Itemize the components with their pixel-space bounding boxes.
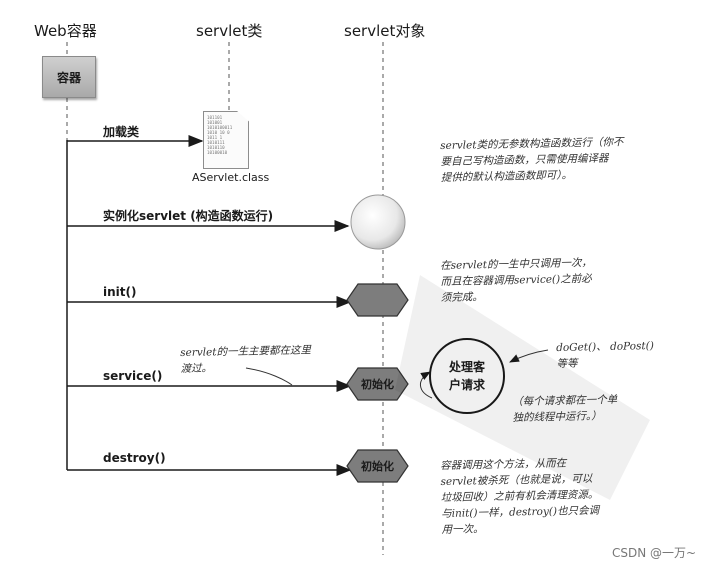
bits-line: 101101 bbox=[207, 115, 223, 120]
column-title-web-container: Web容器 bbox=[34, 22, 97, 40]
bits-line: 1011 1 bbox=[207, 135, 223, 140]
note-line: 而且在容器调用service()之前必 bbox=[440, 272, 592, 288]
step-destroy: destroy() bbox=[103, 451, 166, 465]
note-line: 独的线程中运行。） bbox=[512, 410, 602, 424]
request-loop-arrow bbox=[420, 371, 433, 399]
note-line: servlet的一生主要都在这里 bbox=[180, 344, 312, 359]
destroy-hexagon-label: 初始化 bbox=[361, 460, 394, 473]
note-doget: doGet()、 doPost() 等等 bbox=[556, 338, 654, 372]
note-line: 须完成。 bbox=[440, 291, 483, 304]
bits-line: 1010100011 bbox=[207, 125, 233, 130]
web-container-box: 容器 bbox=[42, 56, 96, 98]
bits-line: 1010 10 0 bbox=[207, 130, 230, 135]
bits-line: 101001 bbox=[207, 120, 223, 125]
step-service: service() bbox=[103, 369, 163, 383]
step-instantiate: 实例化servlet (构造函数运行) bbox=[103, 209, 274, 223]
step-load-class: 加载类 bbox=[103, 125, 140, 139]
bits-line: 1010110 bbox=[207, 145, 225, 150]
note-line: 与init()一样，destroy()也只会调 bbox=[441, 504, 600, 520]
service-hexagon-label: 初始化 bbox=[361, 378, 394, 391]
column-title-servlet-object: servlet对象 bbox=[344, 22, 426, 40]
column-title-servlet-class: servlet类 bbox=[196, 22, 263, 40]
stamp-watermark bbox=[395, 275, 650, 500]
init-hexagon bbox=[346, 283, 409, 317]
csdn-watermark: CSDN @一万~ bbox=[612, 546, 697, 560]
note-constructor: servlet类的无参数构造函数运行（你不 要自己写构造函数，只需使用编译器 提… bbox=[440, 134, 624, 186]
request-line-2: 户请求 bbox=[448, 378, 485, 392]
note-init: 在servlet的一生中只调用一次， 而且在容器调用service()之前必 须… bbox=[440, 255, 593, 306]
bits-line: 10100010 bbox=[207, 150, 228, 155]
note-line: doGet()、 doPost() bbox=[556, 339, 654, 354]
note-destroy: 容器调用这个方法，从而在 servlet被杀死（也就是说，可以 垃圾回收）之前有… bbox=[440, 455, 600, 538]
note-line: 渡过。 bbox=[180, 362, 213, 375]
step-init: init() bbox=[103, 285, 137, 299]
note-line: 用一次。 bbox=[441, 523, 484, 536]
note-thread: （每个请求都在一个单 独的线程中运行。） bbox=[512, 392, 618, 426]
note-lifetime: servlet的一生主要都在这里 渡过。 bbox=[180, 342, 312, 377]
doget-pointer-arrow bbox=[509, 349, 549, 363]
request-circle-text: 处理客 户请求 bbox=[430, 358, 504, 394]
class-file-icon: 101101 101001 1010100011 1010 10 0 1011 … bbox=[203, 111, 249, 169]
class-file-name: AServlet.class bbox=[192, 171, 270, 184]
lifetime-note-arrow bbox=[245, 367, 293, 386]
request-line-1: 处理客 bbox=[448, 360, 485, 374]
service-hexagon bbox=[346, 367, 409, 401]
note-line: 等等 bbox=[556, 357, 578, 370]
destroy-hexagon bbox=[346, 449, 409, 483]
servlet-object-sphere bbox=[350, 194, 406, 250]
bits-line: 1010111 bbox=[207, 140, 225, 145]
class-file-bits: 101101 101001 1010100011 1010 10 0 1011 … bbox=[204, 112, 248, 158]
